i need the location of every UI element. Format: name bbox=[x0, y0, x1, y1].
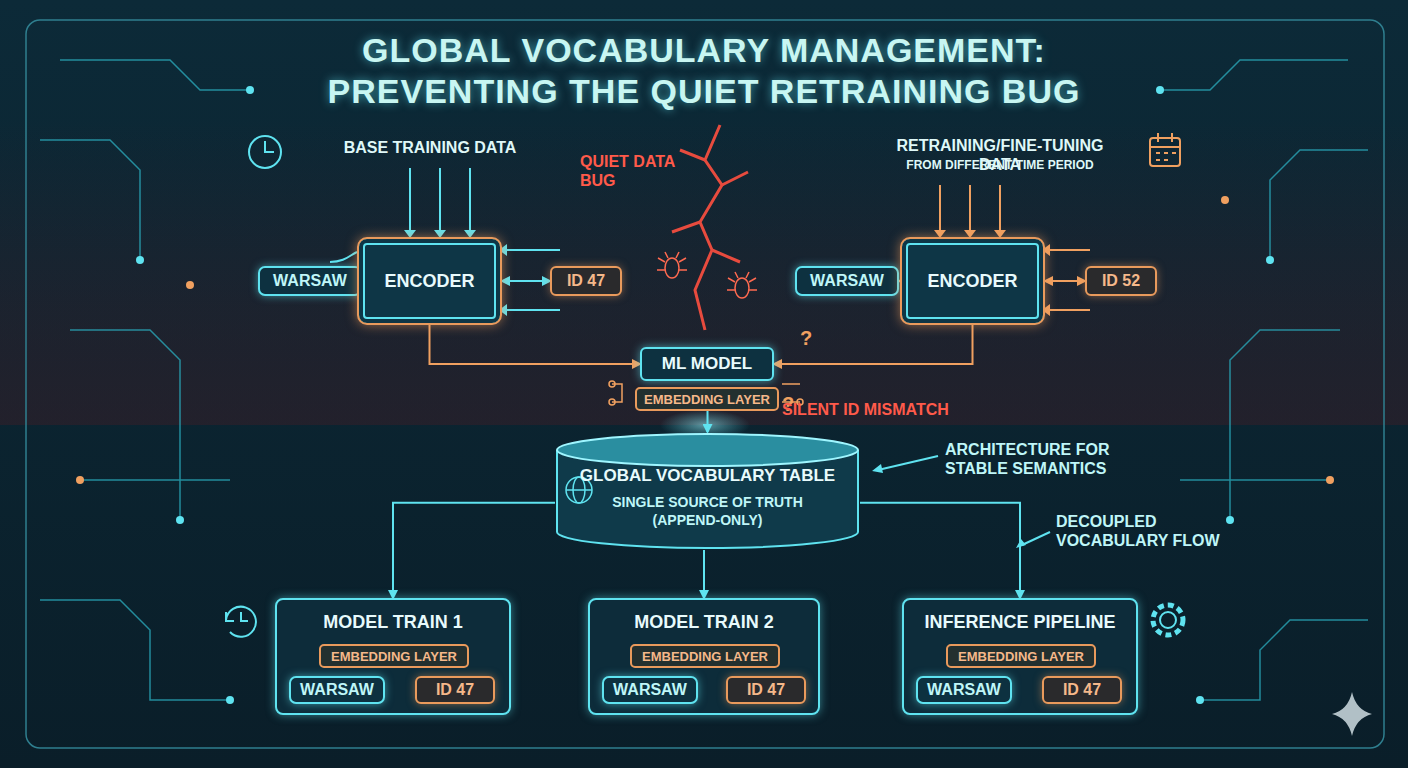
node-text: WARSAW bbox=[613, 681, 687, 699]
node-text: GLOBAL VOCABULARY TABLE bbox=[580, 466, 835, 486]
node-text: WARSAW bbox=[300, 681, 374, 699]
annotation-label: ? bbox=[796, 326, 816, 350]
token-box: WARSAW bbox=[916, 676, 1012, 704]
node-text: ENCODER bbox=[927, 271, 1017, 292]
node-text: ML MODEL bbox=[662, 354, 752, 374]
connector-arrow bbox=[430, 325, 641, 364]
embedding-layer-box: EMBEDDING LAYER bbox=[630, 644, 780, 668]
node-text: WARSAW bbox=[927, 681, 1001, 699]
node-text: ID 47 bbox=[747, 681, 785, 699]
annotation-label: SILENT ID MISMATCH bbox=[782, 400, 992, 419]
node-text: ID 47 bbox=[436, 681, 474, 699]
node-text: ENCODER bbox=[384, 271, 474, 292]
connector-arrow bbox=[393, 503, 555, 598]
embedding-layer-box: EMBEDDING LAYER bbox=[319, 644, 469, 668]
embedding-layer-box: EMBEDDING LAYER bbox=[946, 644, 1096, 668]
connector-arrow bbox=[774, 325, 973, 364]
token-box: WARSAW bbox=[795, 266, 899, 296]
node-text: WARSAW bbox=[810, 272, 884, 290]
token-box: WARSAW bbox=[289, 676, 385, 704]
pipeline-panel: MODEL TRAIN 2 EMBEDDING LAYER WARSAW ID 47 bbox=[588, 598, 820, 715]
pipeline-panel: INFERENCE PIPELINE EMBEDDING LAYER WARSAW I… bbox=[902, 598, 1138, 715]
node-text: ID 47 bbox=[567, 272, 605, 290]
node-text: EMBEDDING LAYER bbox=[642, 649, 768, 664]
diagram-title: GLOBAL VOCABULARY MANAGEMENT: PREVENTING… bbox=[294, 30, 1114, 112]
id-box: ID 52 bbox=[1085, 266, 1157, 296]
connector-arrow bbox=[860, 503, 1020, 598]
node-text: SINGLE SOURCE OF TRUTH (APPEND-ONLY) bbox=[593, 494, 823, 529]
vocabulary-table-cylinder: GLOBAL VOCABULARY TABLE SINGLE SOURCE OF … bbox=[555, 432, 860, 550]
node-text: ID 52 bbox=[1102, 272, 1140, 290]
cylinder-outline bbox=[555, 432, 860, 550]
annotation-label: DECOUPLED VOCABULARY FLOW bbox=[1056, 512, 1226, 550]
node-text: ID 47 bbox=[1063, 681, 1101, 699]
connector-arrow bbox=[707, 411, 709, 432]
token-box: WARSAW bbox=[258, 266, 362, 296]
id-box: ID 47 bbox=[415, 676, 495, 704]
embedding-layer-box: EMBEDDING LAYER bbox=[635, 387, 779, 411]
node-text: INFERENCE PIPELINE bbox=[924, 612, 1115, 633]
node-text: MODEL TRAIN 1 bbox=[323, 612, 463, 633]
encoder-box: ENCODER bbox=[900, 237, 1045, 325]
connector-arrow bbox=[1045, 280, 1085, 282]
id-box: ID 47 bbox=[1042, 676, 1122, 704]
pipeline-panel: MODEL TRAIN 1 EMBEDDING LAYER WARSAW ID 47 bbox=[275, 598, 511, 715]
token-box: WARSAW bbox=[602, 676, 698, 704]
node-text: EMBEDDING LAYER bbox=[331, 649, 457, 664]
encoder-box: ENCODER bbox=[357, 237, 502, 325]
node-text: MODEL TRAIN 2 bbox=[634, 612, 774, 633]
id-box: ID 47 bbox=[550, 266, 622, 296]
annotation-label: BASE TRAINING DATA bbox=[330, 138, 530, 157]
node-text: EMBEDDING LAYER bbox=[958, 649, 1084, 664]
connector-arrow bbox=[703, 550, 705, 598]
node-text: WARSAW bbox=[273, 272, 347, 290]
annotation-label: FROM DIFFERENT TIME PERIOD bbox=[880, 158, 1120, 172]
model-box: ML MODEL bbox=[640, 347, 774, 381]
connector-arrow bbox=[502, 280, 550, 282]
annotation-label: QUIET DATA BUG bbox=[580, 152, 700, 190]
node-text: EMBEDDING LAYER bbox=[644, 392, 770, 407]
id-box: ID 47 bbox=[726, 676, 806, 704]
annotation-label: ARCHITECTURE FOR STABLE SEMANTICS bbox=[945, 440, 1145, 478]
